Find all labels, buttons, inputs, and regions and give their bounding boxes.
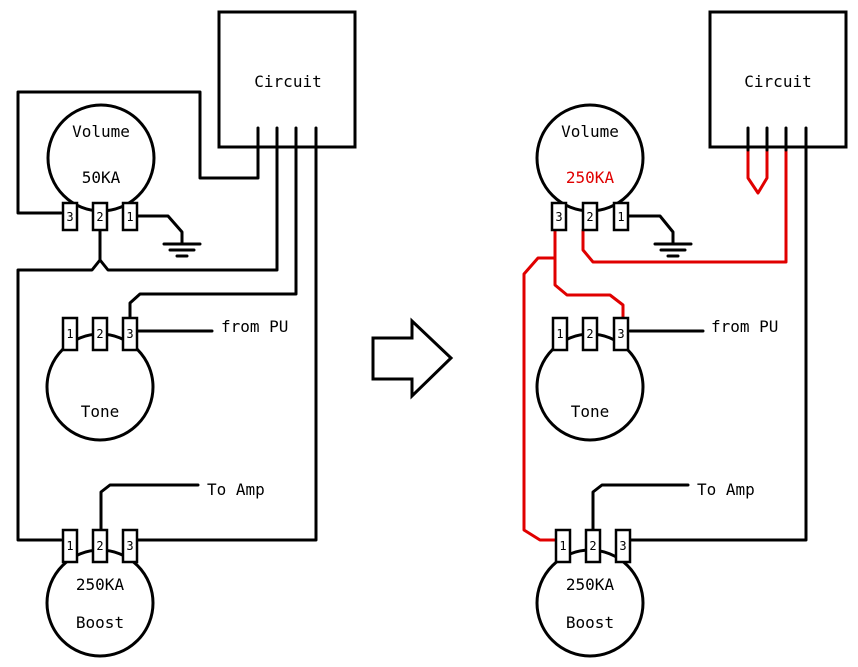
circuit-label: Circuit [744, 72, 811, 91]
boost-value: 250KA [566, 575, 615, 594]
boost-lug [121, 528, 139, 564]
boost-lug [91, 528, 109, 564]
boost-pot [535, 548, 645, 658]
circuit-box [708, 10, 848, 149]
tone-lug [121, 316, 139, 352]
boost-lug-number: 3 [126, 539, 133, 553]
volume-lug-number: 3 [555, 210, 562, 224]
tone-lug [61, 316, 79, 352]
from-pu-label: from PU [221, 317, 288, 336]
circuit-box [217, 10, 357, 149]
to-amp-label: To Amp [697, 480, 755, 499]
volume-lug2-to-circuit-wire [98, 126, 279, 272]
circuit-pins [256, 126, 318, 149]
boost-lug-number: 1 [66, 539, 73, 553]
ground-bars [653, 242, 693, 258]
tone-lug [581, 316, 599, 352]
volume-lug [121, 201, 139, 232]
after-diagram: Circuit Volume 250KA 3 2 1 Tone 1 2 3 fr… [522, 10, 848, 658]
tone-lug-number: 2 [96, 327, 103, 341]
volume-lug [550, 201, 568, 232]
volume-pot [535, 103, 645, 213]
circuit-pins [746, 126, 808, 152]
from-pu-label: from PU [711, 317, 778, 336]
boost-to-circuit-wire [136, 126, 318, 542]
boost-lug [554, 528, 572, 564]
boost-label: Boost [566, 613, 614, 632]
tone-lug [91, 316, 109, 352]
boost-lug [614, 528, 632, 564]
volume-lug-number: 2 [586, 210, 593, 224]
boost-to-circuit-wire [628, 126, 808, 542]
volume-lug-number: 3 [66, 210, 73, 224]
volume-to-boost-wire [16, 258, 102, 542]
volume-lug [91, 201, 109, 232]
tone-lug [612, 316, 630, 352]
boost-lug-number: 3 [619, 539, 626, 553]
volume-lug2-to-circuit-wire-red [581, 148, 788, 264]
volume-value: 50KA [82, 168, 121, 187]
circuit-label: Circuit [254, 72, 321, 91]
volume-lug-number: 1 [617, 210, 624, 224]
tone-label: Tone [81, 402, 120, 421]
volume-lug-number: 2 [96, 210, 103, 224]
circuit-loop-wire-red [746, 148, 769, 195]
volume-label: Volume [561, 122, 619, 141]
volume-label: Volume [72, 122, 130, 141]
ground-bars [162, 242, 202, 258]
volume-lug3-to-circuit-wire [16, 90, 260, 215]
to-amp-wire [99, 483, 200, 532]
boost-lug-number: 2 [589, 539, 596, 553]
ground-wire [134, 214, 184, 246]
volume-lug3-to-tone-wire-red [553, 228, 625, 322]
volume-lug [581, 201, 599, 232]
tone-to-circuit-wire [128, 126, 298, 320]
to-amp-wire [591, 483, 690, 532]
tone-lug-number: 3 [126, 327, 133, 341]
boost-lug [584, 528, 602, 564]
volume-pot [46, 103, 156, 213]
before-diagram: Circuit Volume 50KA 3 2 1 Tone 1 2 3 fro… [16, 10, 357, 658]
tone-lug-number: 1 [556, 327, 563, 341]
right-arrow-icon [371, 317, 454, 400]
boost-lug-number: 1 [559, 539, 566, 553]
boost-lug-number: 2 [96, 539, 103, 553]
tone-lug [551, 316, 569, 352]
volume-lug3-to-boost-wire-red [522, 256, 558, 542]
volume-lug [61, 201, 79, 232]
volume-value-changed: 250KA [566, 168, 615, 187]
boost-value: 250KA [76, 575, 125, 594]
tone-lug-number: 3 [617, 327, 624, 341]
tone-label: Tone [571, 402, 610, 421]
boost-lug [61, 528, 79, 564]
to-amp-label: To Amp [207, 480, 265, 499]
volume-lug-number: 1 [126, 210, 133, 224]
boost-pot [45, 548, 155, 658]
tone-lug-number: 2 [586, 327, 593, 341]
tone-lug-number: 1 [66, 327, 73, 341]
boost-label: Boost [76, 613, 124, 632]
ground-wire [626, 214, 675, 246]
volume-lug [612, 201, 630, 232]
